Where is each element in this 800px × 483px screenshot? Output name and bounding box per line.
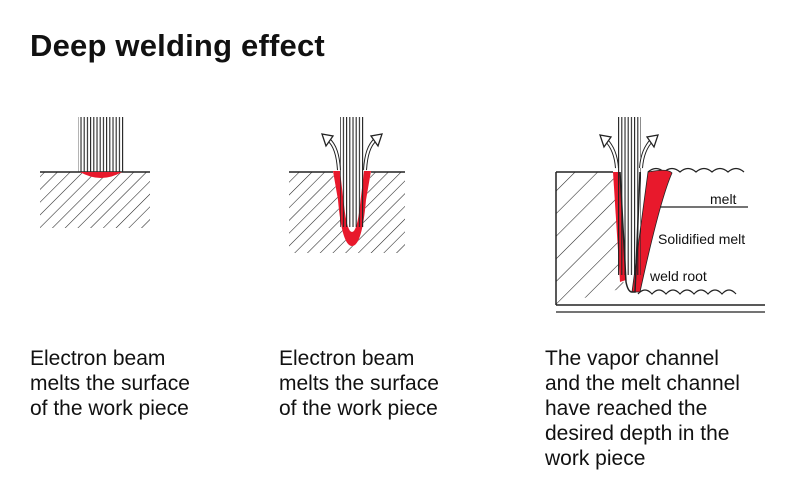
caption-line: of the work piece	[30, 397, 189, 420]
panel-2-diagram	[289, 117, 405, 253]
label-melt: melt	[710, 191, 737, 207]
panel-2-melt-zone	[333, 171, 371, 246]
caption-line: melts the surface	[279, 372, 439, 395]
panel-3-diagram: melt Solidified melt weld root	[555, 117, 765, 313]
caption-line: have reached the	[545, 397, 708, 420]
panel-3-workpiece-left	[556, 172, 624, 305]
label-weld-root: weld root	[649, 268, 707, 284]
panel-1-diagram	[40, 117, 150, 228]
panel-2-electron-beam	[340, 117, 364, 227]
caption-line: desired depth in the	[545, 422, 730, 445]
caption-line: of the work piece	[279, 397, 438, 420]
panel-3-vapor-channel	[619, 171, 641, 293]
page-title: Deep welding effect	[30, 28, 325, 63]
caption-line: The vapor channel	[545, 347, 719, 370]
panel-3-caption: The vapor channel and the melt channel h…	[545, 346, 790, 471]
panel-1-melt-zone	[80, 172, 122, 178]
panel-3-electron-beam	[617, 117, 641, 275]
panel-1-electron-beam	[78, 117, 124, 172]
panel-2-workpiece	[289, 172, 405, 253]
panel-1-caption: Electron beam melts the surface of the w…	[30, 346, 250, 421]
caption-line: and the melt channel	[545, 372, 740, 395]
caption-line: Electron beam	[30, 347, 166, 370]
panel-2-caption: Electron beam melts the surface of the w…	[279, 346, 499, 421]
panel-1-workpiece	[40, 172, 150, 228]
caption-line: melts the surface	[30, 372, 190, 395]
caption-line: work piece	[545, 447, 646, 470]
panel-3-melt-right	[631, 169, 673, 293]
caption-line: Electron beam	[279, 347, 415, 370]
label-solidified-melt: Solidified melt	[658, 231, 745, 247]
panel-3-bottom-ripples	[637, 289, 737, 295]
